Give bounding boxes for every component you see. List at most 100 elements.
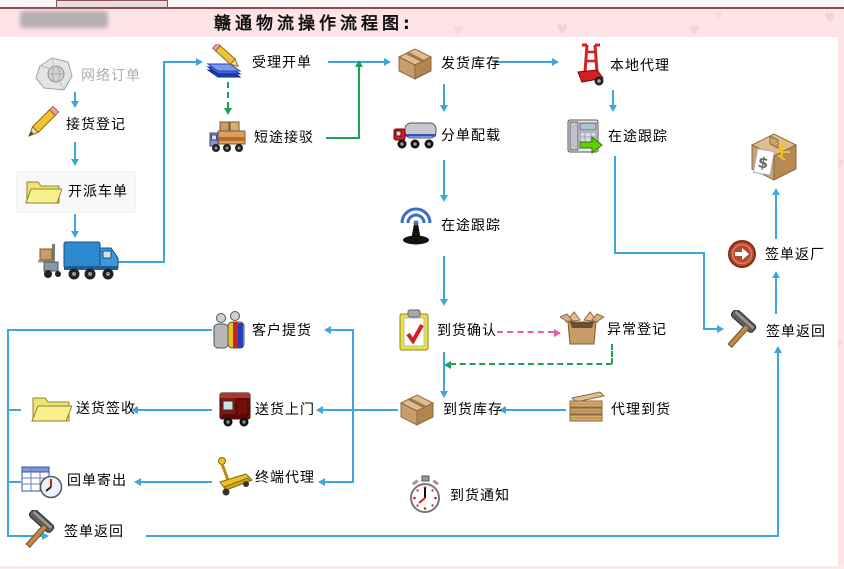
node-sign-return-factory: 签单返厂	[727, 239, 825, 269]
node-label: 本地代理	[610, 58, 670, 74]
node-delivery-sign-off: 送货签收	[30, 390, 136, 426]
node-label: 在途跟踪	[608, 129, 668, 145]
book-pencil-icon	[206, 44, 242, 78]
node-label: 网络订单	[81, 68, 141, 84]
edge-pickup-leftrail	[7, 329, 212, 331]
edge-bottom-up	[777, 353, 779, 537]
node-receipt-mail-out: 回单寄出	[20, 460, 127, 500]
arrowhead	[71, 101, 79, 108]
clipboard-check-icon	[399, 309, 429, 351]
node-label: 异常登记	[607, 322, 667, 338]
edge-exception-return-1	[611, 344, 613, 364]
node-terminal-agent: 终端代理	[212, 456, 315, 498]
sheet-clock-icon	[21, 466, 63, 499]
node-customer-pickup: 客户提货	[210, 310, 312, 350]
arrowhead	[355, 60, 363, 67]
stopwatch-icon	[410, 475, 440, 513]
node-sign-return-bottom: 签单返回	[22, 510, 124, 552]
node-transit-tracking-right: 在途跟踪	[566, 116, 668, 156]
node-label: 代理到货	[611, 402, 671, 418]
arrowhead	[316, 406, 323, 414]
edge-trackingr-signret-2	[614, 252, 704, 254]
arrowhead	[324, 326, 331, 334]
browser-tab[interactable]	[56, 0, 168, 7]
red-truck-icon	[219, 392, 251, 427]
node-arrival-confirmation: 到货确认	[396, 308, 497, 352]
edge-shipinv-split	[443, 84, 445, 106]
node-local-agent: 本地代理	[576, 42, 670, 88]
heart-icon	[714, 9, 724, 22]
node-short-haul-shuttle: 短途接驳	[208, 118, 314, 156]
pallet-jack-icon	[218, 457, 253, 496]
heart-icon	[584, 10, 595, 24]
redacted-region	[20, 11, 108, 28]
node-label: 客户提货	[252, 323, 312, 339]
edge-truck-accept	[163, 61, 196, 63]
go-circle-icon	[728, 240, 756, 268]
heart-icon	[452, 24, 464, 37]
edge-leftrail	[7, 329, 9, 537]
box-icon	[397, 48, 433, 80]
heart-icon	[838, 157, 844, 171]
node-home-delivery: 送货上门	[214, 388, 315, 430]
edge-dispatch-truck	[74, 214, 76, 232]
node-accept-billing: 受理开单	[206, 44, 312, 80]
node-label: 到货通知	[450, 488, 510, 504]
arrowhead	[131, 406, 138, 414]
edge-receive-dispatch	[74, 142, 76, 160]
edge-fanout-vertical	[352, 329, 354, 483]
edge-truck-up-1	[118, 261, 165, 263]
crumpled-globe-icon	[35, 57, 73, 91]
node-loading-truck	[36, 236, 120, 288]
edge-agentarr-arrinv	[506, 409, 566, 411]
node-label: 受理开单	[252, 55, 312, 71]
node-transit-tracking-mid: 在途跟踪	[394, 204, 501, 246]
node-label: 送货上门	[255, 402, 315, 418]
edge-bottom-run	[146, 535, 779, 537]
arrowhead	[554, 329, 561, 337]
svg-text:$: $	[756, 153, 769, 173]
node-label: 短途接驳	[254, 130, 314, 146]
people-icon	[213, 311, 245, 349]
open-box-icon	[560, 311, 604, 345]
node-dispatch-order: 开派车单	[24, 175, 128, 207]
arrowhead	[318, 478, 325, 486]
node-label: 签单返回	[766, 324, 826, 340]
node-label: 分单配载	[441, 128, 501, 144]
package-dollar-icon: $	[750, 133, 798, 181]
heart-icon	[688, 23, 701, 37]
node-label: 发货库存	[441, 56, 501, 72]
edge-tracking-confirm	[443, 256, 445, 300]
box-icon	[399, 394, 435, 426]
node-label: 到货库存	[443, 402, 503, 418]
node-arrival-inventory: 到货库存	[396, 390, 503, 428]
folder-icon	[31, 397, 72, 422]
edge-fanout-pickup	[331, 329, 352, 331]
page-title: 赣通物流操作流程图:	[214, 14, 414, 34]
edge-homedel-signoff	[138, 409, 212, 411]
edge-shorthaul-join-1	[326, 137, 359, 139]
node-label: 开派车单	[68, 184, 128, 200]
trailer-truck-icon	[393, 122, 437, 149]
arrowhead	[772, 188, 780, 195]
node-label: 签单返回	[64, 524, 124, 540]
edge-factory-package	[775, 195, 777, 239]
pencil-icon	[28, 105, 60, 137]
edge-truck-up-2	[163, 61, 165, 263]
arrowhead	[440, 391, 448, 398]
node-label: 接货登记	[66, 117, 126, 133]
hammer-icon	[25, 510, 55, 548]
edge-trackingr-signret-1	[614, 156, 616, 254]
edge-confirm-arrinv	[443, 352, 445, 392]
edge-localagent-tracking	[612, 90, 614, 106]
arrowhead	[552, 58, 559, 66]
node-split-order-loading: 分单配载	[392, 116, 501, 154]
arrowhead	[42, 532, 49, 540]
antenna-icon	[400, 207, 432, 245]
edge-split-tracking	[443, 160, 445, 196]
edge-confirm-exception	[497, 331, 554, 333]
node-sign-return-right: 签单返回	[724, 310, 826, 352]
page-header	[0, 9, 844, 37]
edge-trackingr-signret-4	[703, 328, 717, 330]
node-label: 回单寄出	[67, 473, 127, 489]
